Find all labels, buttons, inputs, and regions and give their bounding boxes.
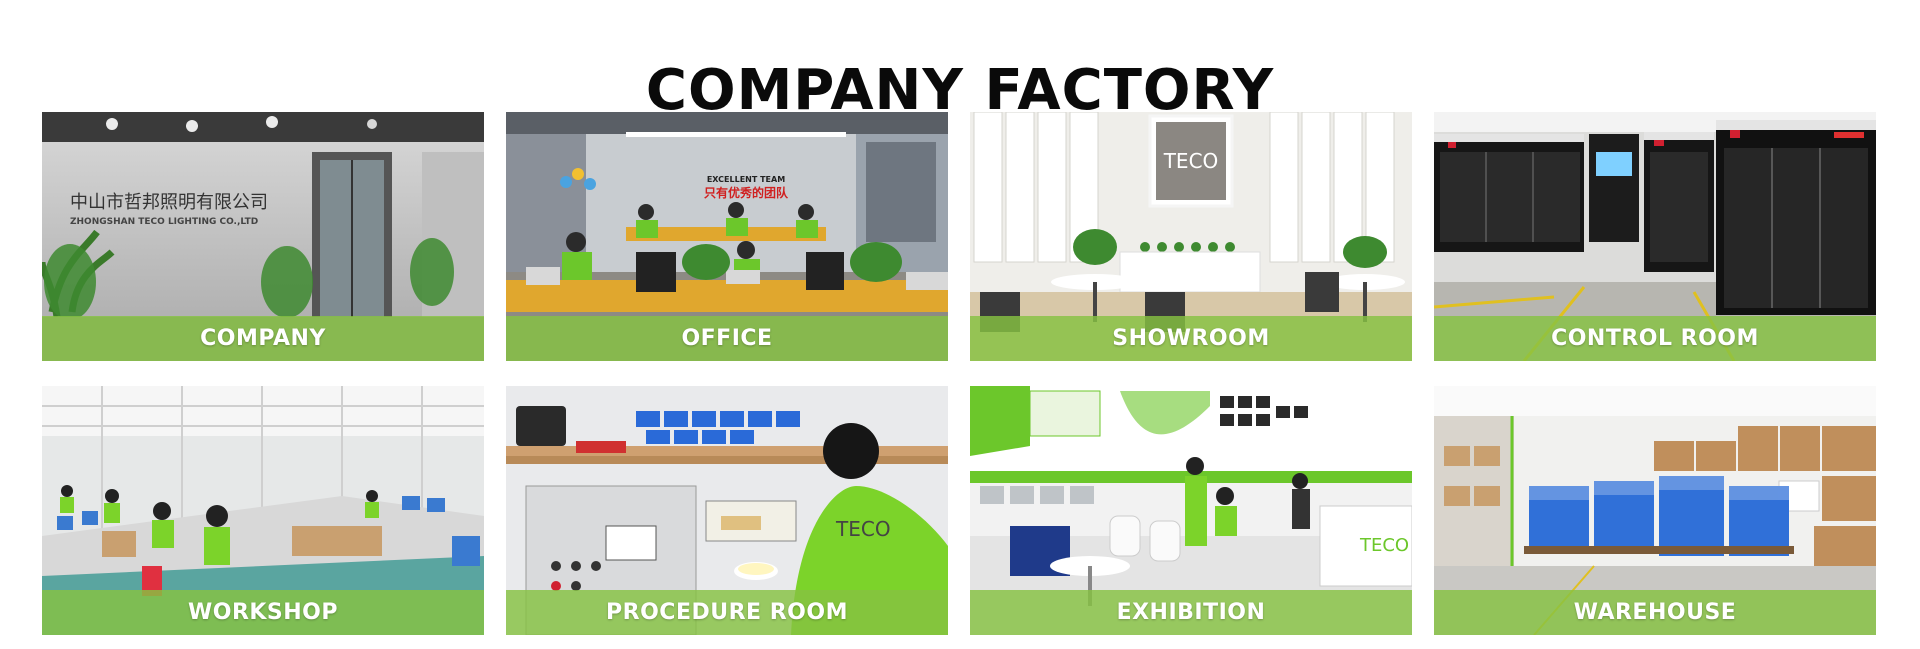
- gallery-card-workshop[interactable]: WORKSHOP: [42, 386, 484, 635]
- uniform-logo: TECO: [835, 517, 891, 541]
- card-label: CONTROL ROOM: [1551, 326, 1759, 351]
- caption-bar: WORKSHOP: [42, 590, 484, 635]
- caption-bar: EXHIBITION: [970, 590, 1412, 635]
- gallery-grid: 中山市哲邦照明有限公司 ZHONGSHAN TECO LIGHTING CO.,…: [42, 112, 1878, 635]
- page-title: COMPANY FACTORY: [645, 57, 1275, 123]
- company-sign-cn: 中山市哲邦照明有限公司: [70, 192, 268, 213]
- card-label: OFFICE: [681, 326, 773, 351]
- card-label: WAREHOUSE: [1573, 600, 1737, 625]
- card-label: SHOWROOM: [1112, 326, 1270, 351]
- card-label: PROCEDURE ROOM: [606, 600, 848, 625]
- card-label: COMPANY: [200, 326, 326, 351]
- company-sign-en: ZHONGSHAN TECO LIGHTING CO.,LTD: [70, 217, 258, 227]
- caption-bar: OFFICE: [506, 316, 948, 361]
- caption-bar: SHOWROOM: [970, 316, 1412, 361]
- showroom-logo: TECO: [1163, 149, 1219, 173]
- gallery-card-control-room[interactable]: CONTROL ROOM: [1434, 112, 1876, 361]
- card-label: WORKSHOP: [187, 600, 339, 625]
- office-wall-en: EXCELLENT TEAM: [707, 175, 785, 184]
- gallery-card-procedure-room[interactable]: TECO PROCEDURE ROOM: [506, 386, 948, 635]
- card-label: EXHIBITION: [1116, 600, 1266, 625]
- gallery-card-showroom[interactable]: TECO SHOWROOM: [970, 112, 1412, 361]
- warehouse-photo: [1434, 386, 1876, 635]
- gallery-card-warehouse[interactable]: WAREHOUSE: [1434, 386, 1876, 635]
- caption-bar: PROCEDURE ROOM: [506, 590, 948, 635]
- caption-bar: CONTROL ROOM: [1434, 316, 1876, 361]
- caption-bar: COMPANY: [42, 316, 484, 361]
- gallery-card-office[interactable]: EXCELLENT TEAM 只有优秀的团队 OFFICE: [506, 112, 948, 361]
- caption-bar: WAREHOUSE: [1434, 590, 1876, 635]
- gallery-card-company[interactable]: 中山市哲邦照明有限公司 ZHONGSHAN TECO LIGHTING CO.,…: [42, 112, 484, 361]
- booth-logo: TECO: [1359, 535, 1409, 556]
- office-wall-cn: 只有优秀的团队: [704, 185, 789, 200]
- gallery-card-exhibition[interactable]: TECO EXHIBITION: [970, 386, 1412, 635]
